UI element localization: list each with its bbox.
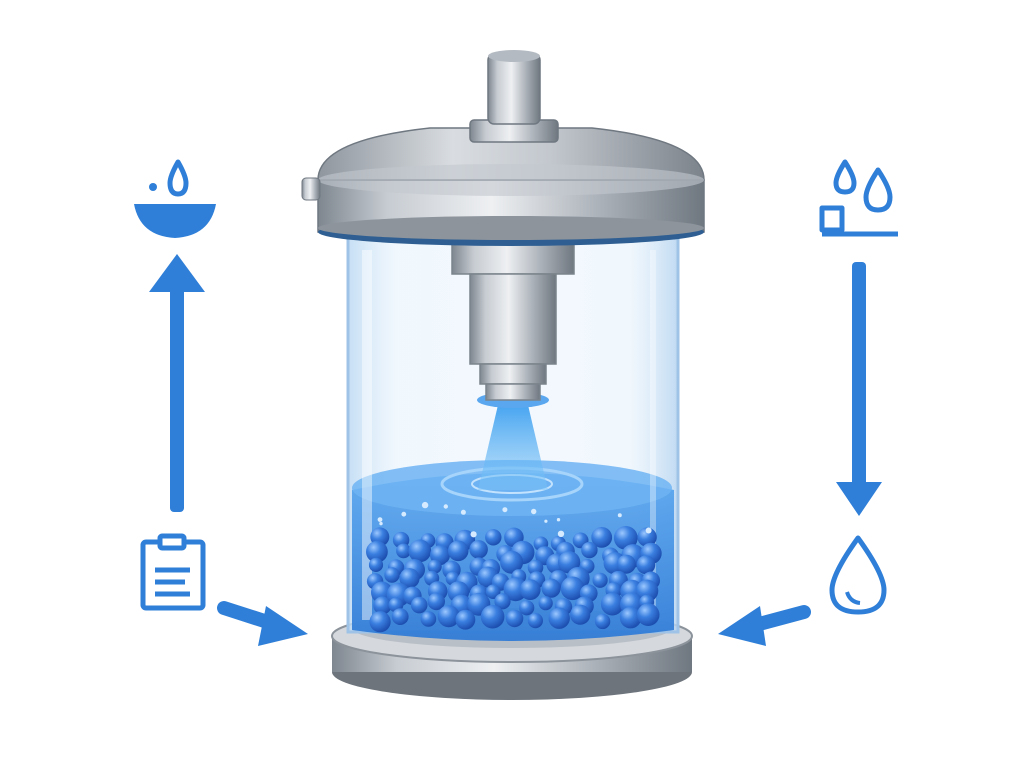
- resin-bead: [548, 607, 570, 629]
- arrow-up-left-column: [149, 254, 205, 512]
- resin-bead: [447, 540, 469, 562]
- resin-bead: [527, 613, 544, 629]
- resin-bead: [519, 600, 535, 616]
- bubble: [556, 518, 561, 522]
- pressure-vessel: [301, 50, 705, 700]
- resin-bead: [591, 527, 613, 548]
- bubble: [502, 507, 508, 513]
- resin-bead: [399, 568, 420, 589]
- bubble: [544, 519, 548, 523]
- resin-bead: [527, 559, 544, 576]
- resin-bead: [373, 596, 392, 615]
- resin-bead: [391, 608, 409, 625]
- resin-bead: [410, 596, 428, 614]
- bubble: [379, 521, 383, 526]
- resin-bead: [420, 611, 437, 627]
- resin-bead: [519, 579, 541, 600]
- bubble: [557, 530, 565, 537]
- resin-bead: [384, 567, 400, 583]
- resin-bead: [455, 609, 476, 630]
- resin-bead: [637, 527, 657, 547]
- bubble: [460, 509, 466, 515]
- resin-bead: [485, 529, 502, 546]
- bubble: [377, 517, 383, 522]
- resin-bead: [600, 592, 624, 616]
- resin-bead: [408, 539, 432, 563]
- spray-cone: [478, 405, 548, 490]
- resin-bead: [636, 603, 660, 626]
- arrow-down-right-column: [836, 262, 882, 516]
- resin-bead: [369, 611, 391, 633]
- resin-beads: [366, 501, 662, 633]
- resin-bead: [541, 578, 561, 598]
- resin-bead: [469, 540, 488, 559]
- resin-bead: [636, 555, 656, 575]
- resin-bead: [613, 526, 638, 550]
- resin-bead: [635, 579, 659, 602]
- resin-bead: [485, 584, 501, 599]
- resin-bead: [538, 596, 553, 611]
- resin-bead: [437, 605, 460, 628]
- resin-bead: [494, 593, 511, 610]
- resin-bead: [560, 576, 585, 601]
- resin-bead: [594, 613, 611, 630]
- resin-bead: [368, 557, 384, 573]
- resin-bead: [619, 606, 642, 629]
- arrow-into-vessel-right: [718, 605, 811, 646]
- resin-bead: [616, 554, 636, 574]
- resin-bead: [427, 559, 442, 574]
- resin-bead: [427, 592, 445, 611]
- bubble: [443, 504, 448, 509]
- resin-bead: [480, 604, 505, 629]
- resin-bead: [500, 550, 524, 574]
- resin-bead: [592, 572, 608, 588]
- resin-bead: [505, 609, 524, 628]
- arrow-into-vessel-left: [217, 601, 308, 646]
- water-drop-icon: [829, 535, 887, 615]
- bubble: [645, 527, 652, 534]
- bubble: [470, 531, 477, 538]
- bubble: [401, 511, 407, 517]
- resin-bead: [581, 541, 598, 559]
- vessel-lid: [301, 50, 705, 246]
- bubble: [421, 501, 429, 509]
- bubble: [531, 508, 537, 515]
- clipboard-icon: [140, 533, 206, 611]
- bowl-with-drop-icon: [134, 159, 216, 238]
- resin-bead: [570, 604, 591, 625]
- resin-bead: [396, 543, 411, 559]
- resin-bead: [366, 540, 388, 563]
- droplets-on-stand-icon: [819, 159, 898, 237]
- bubble: [617, 513, 622, 518]
